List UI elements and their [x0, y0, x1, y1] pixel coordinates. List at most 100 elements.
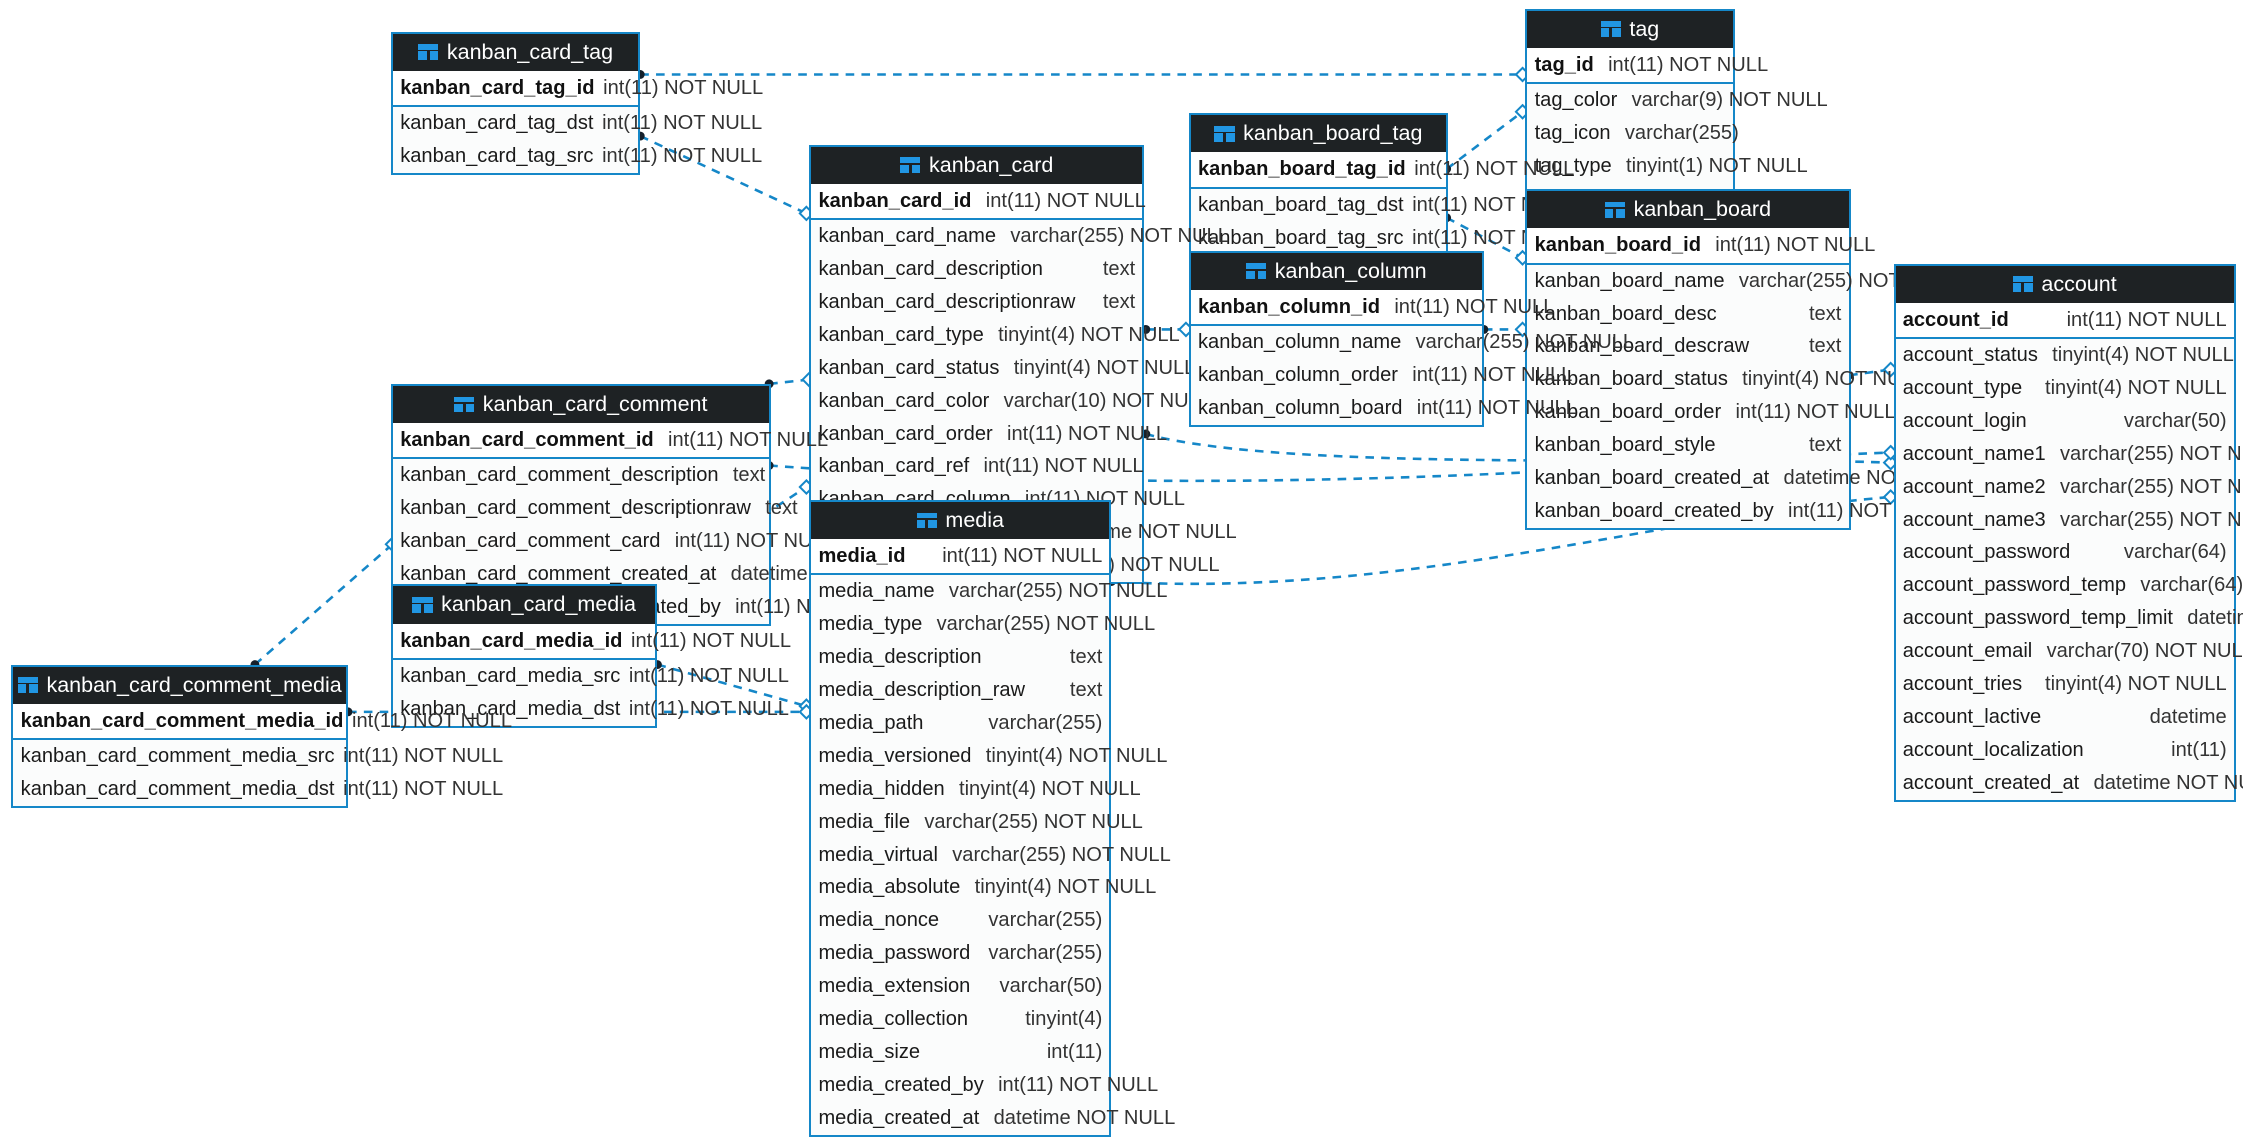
field-type: text [1808, 434, 1842, 457]
field-type: varchar(50) [999, 975, 1103, 998]
entity-header: kanban_card_comment [393, 385, 769, 424]
relationship-kanban_card_comment_media-to-kanban_card_comment[interactable] [250, 536, 401, 670]
attribute-row[interactable]: account_password_temp_limitdatetime [1896, 602, 2243, 635]
field-name: account_name1 [1902, 442, 2046, 465]
field-name: media_path [818, 712, 924, 735]
field-name: kanban_board_descraw [1534, 335, 1750, 358]
field-type: int(11) NOT NULL [628, 697, 789, 720]
field-type: int(11) NOT NULL [942, 545, 1103, 568]
field-type: text [1069, 679, 1103, 702]
field-type: tinyint(4) NOT NULL [985, 744, 1168, 767]
field-name: kanban_card_comment_created_at [400, 563, 717, 586]
field-type: int(11) NOT NULL [1412, 364, 1573, 387]
relationship-kanban_card_tag-to-tag[interactable] [635, 66, 1531, 83]
field-type: tinyint(4) [1025, 1008, 1103, 1031]
relationship-kanban_card_comment-to-kanban_card[interactable] [764, 371, 818, 389]
